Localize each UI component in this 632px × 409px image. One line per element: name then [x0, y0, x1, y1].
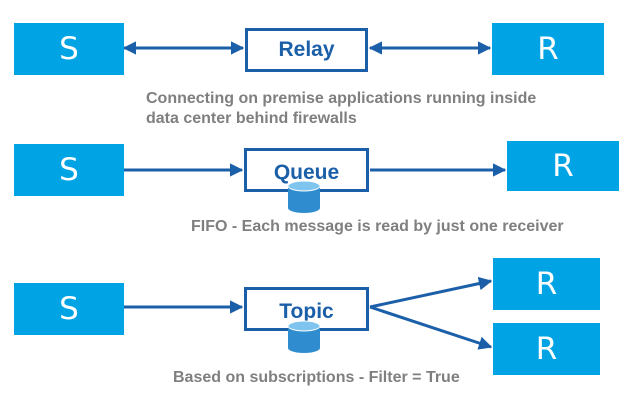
relay-sender-label: S	[59, 31, 79, 67]
topic-sender-label: S	[59, 291, 79, 327]
relay-caption: Connecting on premise applications runni…	[146, 89, 536, 129]
topic-broker-label: Topic	[279, 300, 334, 323]
relay-sender-node: S	[14, 23, 124, 75]
queue-caption: FIFO - Each message is read by just one …	[191, 218, 564, 235]
topic-caption: Based on subscriptions - Filter = True	[173, 369, 460, 386]
topic-out-arrow-top	[369, 276, 493, 309]
relay-broker-label: Relay	[278, 38, 335, 61]
queue-sender-label: S	[59, 152, 79, 188]
queue-broker-label: Queue	[273, 161, 340, 184]
topic-receiver-label-bottom: R	[535, 331, 558, 367]
relay-receiver-label: R	[537, 31, 559, 67]
relay-receiver-node: R	[492, 23, 604, 75]
relay-broker-box: Relay	[245, 28, 368, 72]
relay-caption-line-2: data center behind firewalls	[146, 110, 357, 127]
queue-database-icon	[287, 180, 321, 213]
relay-caption-line-1: Connecting on premise applications runni…	[146, 90, 537, 107]
topic-receiver-node-bottom: R	[493, 323, 600, 375]
topic-out-arrow-bottom	[369, 305, 493, 350]
topic-receiver-node-top: R	[493, 258, 600, 310]
topic-sender-node: S	[14, 283, 124, 335]
queue-receiver-label: R	[552, 148, 574, 184]
topic-database-icon	[287, 320, 321, 353]
topic-receiver-label-top: R	[535, 266, 558, 302]
queue-receiver-node: R	[507, 141, 619, 191]
queue-sender-node: S	[14, 144, 124, 196]
